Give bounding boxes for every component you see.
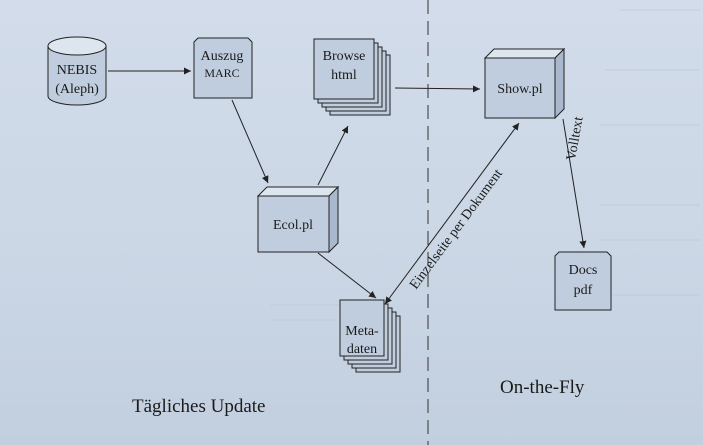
docs-label-line1: Docs [569,263,598,278]
edge-label-einzelseite: Einzelseite per Dokument [407,167,506,293]
browse-label-line2: html [331,68,357,83]
ecol-label: Ecol.pl [273,218,313,233]
show-label: Show.pl [497,82,542,97]
node-metadaten: Meta- daten [339,299,401,373]
edge-metadaten-show [384,122,520,305]
edge-auszug-ecol [231,99,269,184]
auszug-label-line2: MARC [204,66,239,80]
edge-browse-show [394,85,481,93]
node-browse: Browse html [313,38,391,116]
meta-label-line2: daten [347,342,377,357]
nebis-label-line1: NEBIS [57,63,97,78]
edge-label-volltext: Volltext [564,116,586,162]
node-auszug: Auszug MARC [193,37,253,99]
node-nebis: NEBIS (Aleph) [47,36,107,106]
edge-ecol-browse [317,125,349,186]
nebis-label-line2: (Aleph) [55,82,99,97]
edges [108,67,587,305]
region-label-right: On-the-Fly [500,377,585,398]
edge-show-docs [562,118,587,249]
auszug-label-line1: Auszug [201,49,244,64]
docs-label-line2: pdf [574,283,593,298]
browse-label-line1: Browse [323,49,366,64]
node-show: Show.pl [483,47,566,120]
node-docs: Docs pdf [554,251,612,311]
meta-label-line1: Meta- [345,324,379,339]
node-ecol: Ecol.pl [256,185,340,254]
edge-ecol-metadaten [317,252,377,299]
region-label-left: Tägliches Update [132,396,265,417]
